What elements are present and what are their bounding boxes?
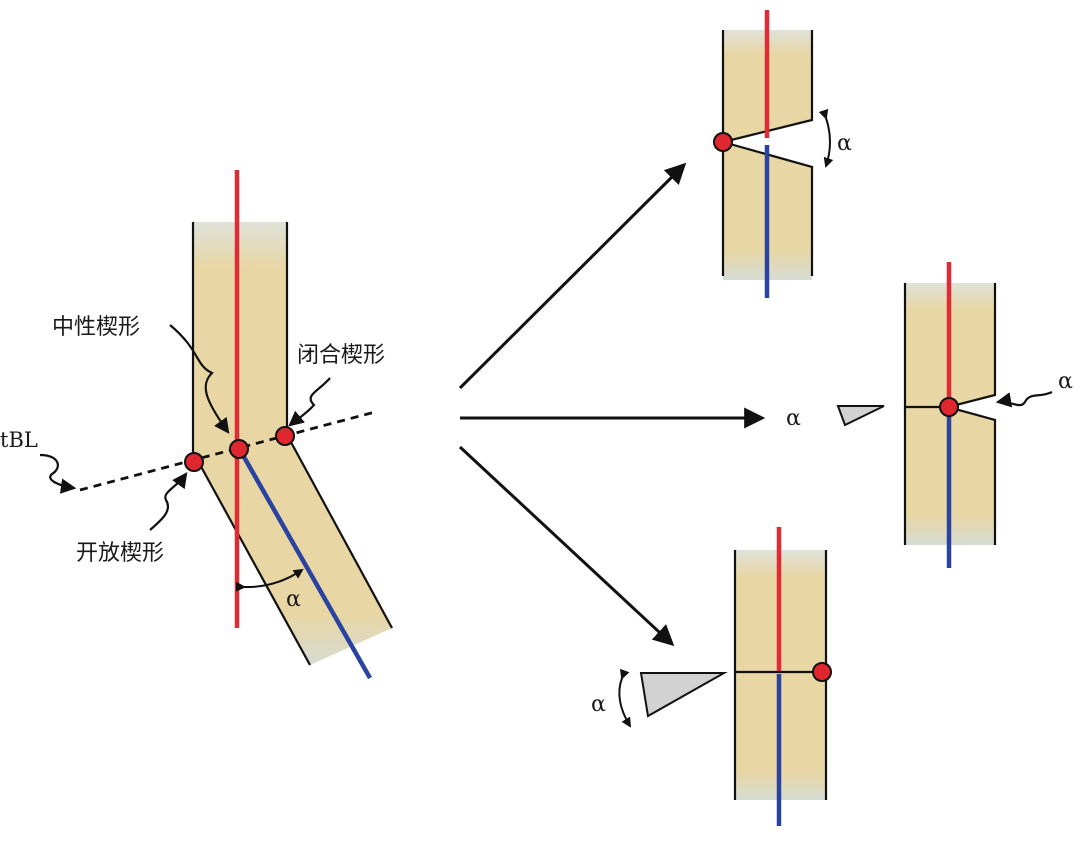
opening-result-alpha-label: α (837, 131, 852, 156)
opening-wedge-result: α (713, 10, 852, 298)
main-bone-group: α 中性楔形 闭合楔形 tBL 开放楔形 (0, 170, 393, 680)
neutral-wedge-point (229, 439, 249, 459)
closing-wedge-label: 闭合楔形 (297, 343, 385, 368)
main-bone-outline-lower-left (192, 451, 311, 666)
main-alpha-label: α (286, 587, 301, 612)
main-bone-outline-lower-right (285, 432, 393, 629)
arrow-to-opening-result (458, 162, 687, 390)
main-blue-axis (238, 448, 372, 680)
tbl-leader (39, 453, 77, 494)
closing-wedge-result: α (591, 527, 832, 826)
main-alpha-arc (235, 568, 304, 592)
main-bone-lower (193, 433, 392, 665)
closing-removed-wedge (639, 672, 728, 718)
neutral-wedge-result: α α (786, 262, 1073, 568)
arrow-to-closing-result (458, 445, 675, 647)
neutral-result-alpha-label: α (1058, 369, 1073, 394)
main-bone-upper (193, 222, 287, 435)
closing-result-hinge-point (812, 662, 832, 682)
opening-wedge-leader (149, 472, 188, 531)
neutral-result-hinge-point (939, 397, 959, 417)
closing-wedge-point (275, 426, 295, 446)
closing-wedge-leader (288, 377, 331, 427)
neutral-wedge-label: 中性楔形 (52, 315, 140, 340)
opening-result-hinge-point (713, 132, 733, 152)
neutral-result-leader (995, 390, 1053, 408)
outcome-arrows (458, 162, 766, 647)
closing-wedge-alpha-label: α (591, 692, 606, 717)
opening-result-alpha-arc (818, 108, 834, 168)
tbl-label: tBL (0, 428, 38, 452)
opening-wedge-label: 开放楔形 (76, 541, 164, 566)
neutral-wedge-alpha-label: α (786, 406, 801, 431)
tbl-dashed-line (79, 410, 376, 492)
neutral-wedge-leader (169, 324, 230, 434)
neutral-removed-wedge (836, 405, 885, 427)
opening-wedge-point (184, 452, 204, 472)
closing-wedge-alpha-arc (618, 668, 632, 728)
